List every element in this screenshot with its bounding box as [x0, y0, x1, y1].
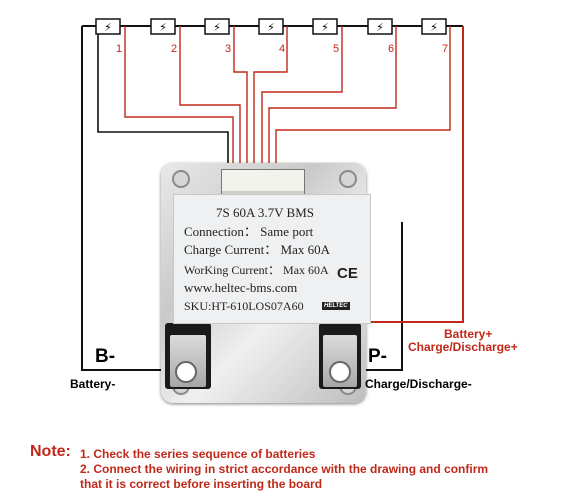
sense-wire-0: [97, 26, 229, 188]
label-website: www.heltec-bms.com: [184, 280, 298, 295]
note-line-2: 2. Connect the wiring in strict accordan…: [80, 462, 489, 476]
battery-cell-7: [421, 18, 447, 35]
lightning-icon: ⚡: [376, 21, 384, 34]
heltec-logo: HELTEC: [322, 302, 350, 310]
mount-hole-tr: [339, 170, 357, 188]
label-connection: Connection： Same port: [184, 224, 314, 239]
b-minus-lead: [81, 26, 170, 371]
note-line-3: that it is correct before inserting the …: [80, 477, 323, 491]
balance-connector: [221, 169, 305, 195]
lightning-icon: ⚡: [159, 21, 167, 34]
battery-cell-5: [312, 18, 338, 35]
cell-number-5: 5: [333, 43, 339, 55]
label-sku: SKU:HT-610LOS07A60: [184, 299, 304, 313]
sense-wire-1: [124, 26, 234, 188]
cell-number-4: 4: [279, 43, 285, 55]
b-minus-label: B-: [95, 346, 116, 367]
sense-wire-5: [261, 26, 343, 188]
cell-number-7: 7: [442, 43, 448, 55]
sense-wire-3: [233, 26, 248, 188]
lightning-icon: ⚡: [321, 21, 329, 34]
battery-cell-2: [150, 18, 176, 35]
battery-cell-3: [204, 18, 230, 35]
battery-cell-4: [258, 18, 284, 35]
lightning-icon: ⚡: [430, 21, 438, 34]
sense-wire-4: [253, 26, 288, 188]
label-working-current: WorKing Current： Max 60A: [184, 263, 329, 277]
label-title: 7S 60A 3.7V BMS: [216, 205, 315, 220]
charge-discharge-minus-label: Charge/Discharge-: [365, 377, 472, 391]
mount-hole-tl: [172, 170, 190, 188]
charge-discharge-plus-label: Charge/Discharge+: [408, 340, 518, 354]
sense-wire-6: [268, 26, 397, 188]
sense-wire-7: [275, 26, 451, 188]
battery-plus-lead: [368, 26, 464, 323]
cell-number-1: 1: [116, 43, 122, 55]
battery-minus-label: Battery-: [70, 377, 116, 391]
p-minus-label: P-: [368, 346, 387, 367]
ce-mark: CE: [337, 265, 358, 282]
battery-cell-1: [95, 18, 121, 35]
lightning-icon: ⚡: [267, 21, 275, 34]
note-heading: Note:: [30, 443, 71, 460]
cell-number-2: 2: [171, 43, 177, 55]
cell-number-3: 3: [225, 43, 231, 55]
lightning-icon: ⚡: [213, 21, 221, 34]
battery-plus-label: Battery+: [444, 327, 493, 341]
sense-wire-2: [179, 26, 241, 188]
battery-cell-6: [367, 18, 393, 35]
bms-spec-label: 7S 60A 3.7V BMS Connection： Same port Ch…: [173, 194, 371, 324]
note-line-1: 1. Check the series sequence of batterie…: [80, 447, 316, 461]
cell-number-6: 6: [388, 43, 394, 55]
lightning-icon: ⚡: [104, 21, 112, 34]
p-minus-screw: [329, 361, 351, 383]
label-charge-current: Charge Current： Max 60A: [184, 242, 330, 257]
b-minus-screw: [175, 361, 197, 383]
